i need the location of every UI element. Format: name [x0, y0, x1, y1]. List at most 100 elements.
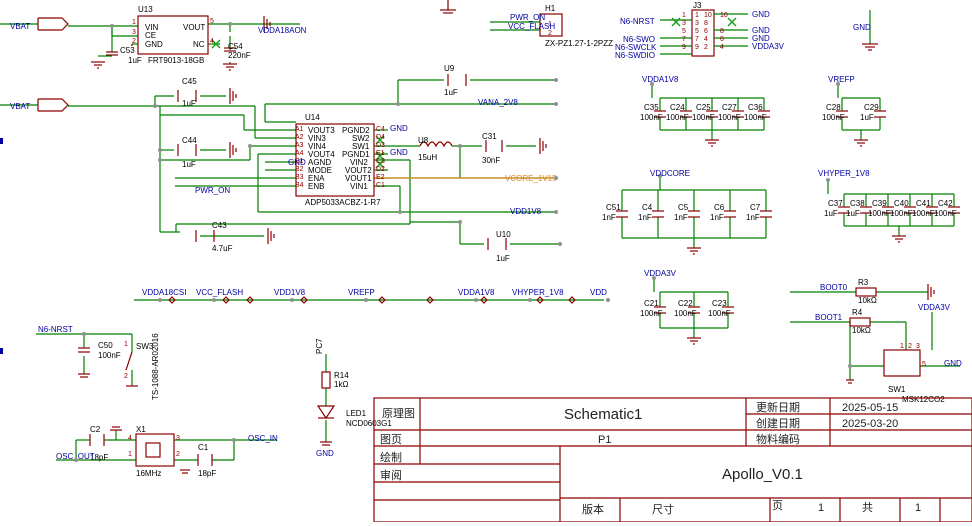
- vhyper-cap-1-ref: C38: [850, 199, 865, 208]
- net-gnd-led: GND: [316, 449, 334, 458]
- c45-ref: C45: [182, 77, 197, 86]
- u13-pin-vout: VOUT: [183, 23, 205, 32]
- u14-pin-d3: D3: [376, 142, 385, 149]
- sw3-pin2: 2: [124, 373, 128, 380]
- gnd-top-right: GND: [853, 10, 878, 51]
- rail-diamond-5: [426, 296, 434, 304]
- vrefp-cap-0: [836, 110, 848, 118]
- tb-pagenum-label: 页: [772, 499, 783, 512]
- vdda1v8-array: C35100nFC24100nFC25100nFC27100nFC36100nF…: [640, 75, 770, 147]
- u14-pin-b3: B3: [295, 174, 304, 181]
- net-pwr-on-h1: PWR_ON: [510, 13, 545, 22]
- vdda1v8-wires: [651, 84, 765, 140]
- c1-value: 18pF: [198, 469, 216, 478]
- u13-part: FRT9013-18GB: [148, 56, 204, 65]
- edge-marks: [0, 138, 3, 354]
- net-pc7: PC7: [315, 338, 324, 354]
- sw3-pin1: 1: [124, 341, 128, 348]
- j3-inner-3: 3: [695, 20, 699, 27]
- u14-pin-vout3: VOUT3: [308, 126, 335, 135]
- junction-13: [848, 364, 852, 368]
- u14-pin-pgnd1: PGND1: [342, 150, 370, 159]
- c54-ref: C54: [228, 42, 243, 51]
- led-section: PC7 R14 1kΩ LED1 NCD0603G1 GND: [315, 338, 392, 458]
- c53-ref: C53: [120, 46, 135, 55]
- vrefp-cap-1-value: 1uF: [860, 113, 874, 122]
- c45-value: 1uF: [182, 99, 196, 108]
- vdda1v8-cap-2: [706, 110, 718, 118]
- x1-pin1: 1: [128, 451, 132, 458]
- c50-ref: C50: [98, 341, 113, 350]
- vrefp-cap-1: [874, 110, 886, 118]
- c43-ref: C43: [212, 221, 227, 230]
- tb-total-label: 共: [862, 501, 873, 514]
- vrefp-junction: [836, 82, 840, 86]
- vdda3v-cap-2-value: 100nF: [708, 309, 731, 318]
- h1-part: ZX-PZ1.27-1-2PZZ: [545, 39, 613, 48]
- vddcore-cap-2-value: 1nF: [674, 213, 688, 222]
- junction-4: [158, 158, 162, 162]
- u14-pin-c4: C4: [376, 126, 385, 133]
- j3-pin8: 8: [720, 28, 724, 35]
- u8-value: 15uH: [418, 153, 437, 162]
- vdda1v8-cap-4: [758, 110, 770, 118]
- x1-pin4: 4: [128, 435, 132, 442]
- vrefp-cap-1-ref: C29: [864, 103, 879, 112]
- j3-inner-9: 9: [695, 44, 699, 51]
- rail-diamond-shape-5: [426, 296, 434, 304]
- c2-ref: C2: [90, 425, 101, 434]
- u13-cout-gnd: [223, 63, 237, 71]
- net-gnd-j3-2: GND: [752, 26, 770, 35]
- net-vcore-1v15: VCORE_1V15: [505, 174, 557, 183]
- u14-pin-vin1: VIN1: [350, 182, 368, 191]
- vhyper-cap-2: [882, 206, 894, 214]
- tb-size-label: 尺寸: [652, 502, 674, 516]
- j3-inner-1: 1: [695, 12, 699, 19]
- vrefp-cap-0-value: 100nF: [822, 113, 845, 122]
- vhyper-net-label: VHYPER_1V8: [818, 169, 870, 178]
- vrefp-wires: [837, 84, 881, 140]
- sw3-section: N6-NRST C50 100nF SW3 1 2 TS-1088-AR0201…: [36, 325, 160, 400]
- u13-pin5: 5: [210, 18, 214, 25]
- vdda3v-cap-2-ref: C23: [712, 299, 727, 308]
- u14-ref: U14: [305, 113, 320, 122]
- u14-pin-e1: E1: [376, 150, 385, 157]
- vhyper-cap-5-ref: C42: [938, 199, 953, 208]
- j3-inner-10: 10: [704, 12, 712, 19]
- vdda3v-cap-1: [688, 306, 700, 314]
- tb-project: Apollo_V0.1: [722, 466, 803, 483]
- vddcore-gnd: [687, 247, 701, 255]
- tb-page-label: 图页: [380, 433, 402, 446]
- rail-dot-2: [290, 298, 294, 302]
- vhyper-cap-0: [838, 206, 850, 214]
- vhyper-cap-4-ref: C41: [916, 199, 931, 208]
- tb-drawn-label: 绘制: [380, 450, 402, 464]
- vhyper-cap-1-value: 1uF: [846, 209, 860, 218]
- vrefp-gnd: [854, 139, 868, 147]
- u13-pin-nc: NC: [193, 40, 205, 49]
- junction-18: [558, 242, 562, 246]
- junction-10: [82, 332, 86, 336]
- vddcore-net-label: VDDCORE: [650, 169, 690, 178]
- rail-dot-0: [158, 298, 162, 302]
- vdda1v8-cap-3-value: 100nF: [718, 113, 741, 122]
- vdda3v-cap-0-ref: C21: [644, 299, 659, 308]
- cap-arrays: C35100nFC24100nFC25100nFC27100nFC36100nF…: [602, 75, 960, 345]
- junction-14: [554, 78, 558, 82]
- net-gnd-j3-3: GND: [752, 34, 770, 43]
- rail-label-5: VHYPER_1V8: [512, 288, 564, 297]
- vdda1v8-cap-4-value: 100nF: [744, 113, 767, 122]
- vdda3v-net-label: VDDA3V: [644, 269, 677, 278]
- u14-pin-pgnd2: PGND2: [342, 126, 370, 135]
- c50-value: 100nF: [98, 351, 121, 360]
- r14-value: 1kΩ: [334, 380, 348, 389]
- j3-pin4: 4: [720, 44, 724, 51]
- rail-label-0: VDDA18CSI: [142, 288, 186, 297]
- vhyper-cap-0-value: 1uF: [824, 209, 838, 218]
- net-vcc-flash-h1: VCC_FLASH: [508, 22, 555, 31]
- u14-pin-agnd: AGND: [308, 158, 331, 167]
- rail-diamond-shape-4: [378, 296, 386, 304]
